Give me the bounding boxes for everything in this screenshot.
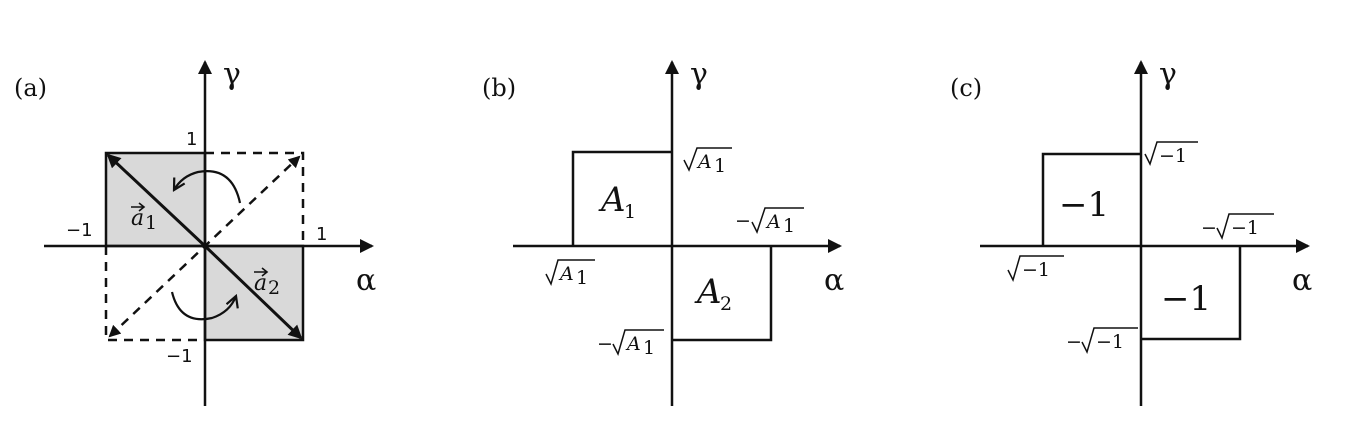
panel-b-label-top-sub: 1: [714, 155, 726, 177]
panel-b-label-left-sub: 1: [576, 267, 588, 289]
panel-b-label-bottom-radical: [612, 329, 664, 357]
panel-a-dashed-square-lower-left: [104, 246, 205, 342]
panel-b-region-1-label: A 1: [598, 180, 636, 223]
panel-a-vector-a2-label: a 2: [254, 267, 280, 299]
panel-c-label-bottom-sign: −: [1066, 331, 1082, 353]
panel-a-rotation-arrow-upper: [174, 170, 242, 204]
panel-b-region-1-symbol: A: [598, 180, 626, 220]
panel-c-region-outline-upper-left: [1041, 152, 1141, 246]
panel-c-region-1-label: −1: [1059, 185, 1109, 225]
panel-a-dashed-square-upper-right: [205, 151, 305, 246]
panel-c-label-left-value: −1: [1022, 259, 1050, 281]
panel-c-label-top-value: −1: [1159, 145, 1187, 167]
panel-a-tick-top: 1: [186, 129, 197, 150]
panel-c-label-bottom-radical: [1081, 327, 1138, 355]
panel-a-vector-a1-symbol: a: [131, 206, 144, 231]
panel-b-label-bottom-sign: −: [597, 333, 613, 355]
panel-b-label-bottom-sub: 1: [643, 337, 655, 359]
panel-b: (b) γ α A 1 A 2 A 1 − A 1: [482, 57, 844, 406]
panel-b-label-left-radical: [545, 259, 595, 287]
panel-a-vector-a1-arrow-accent: [131, 202, 146, 212]
panel-b-y-axis-label: γ: [690, 57, 708, 92]
panel-b-region-outline-upper-left: [571, 150, 672, 246]
panel-b-label-bottom-var: A: [625, 333, 641, 355]
panel-c-label-bottom-value: −1: [1096, 331, 1124, 353]
panel-c-region-outline-lower-right: [1141, 246, 1242, 341]
panel-b-label-right-sub: 1: [783, 215, 795, 237]
panel-b-label-top-var: A: [696, 151, 712, 173]
panel-b-label-top: A 1: [683, 147, 732, 177]
panel-c-region-2-label: −1: [1161, 279, 1211, 319]
panel-c: (c) γ α −1 −1 −1 − −1 −1 −: [950, 57, 1312, 406]
panel-c-label-left: −1: [1007, 255, 1064, 283]
panel-a-tick-bottom: −1: [166, 346, 193, 367]
panel-a-rotation-arrow-lower: [170, 291, 236, 321]
panel-b-region-2-subscript: 2: [720, 293, 732, 315]
panel-b-label-right-var: A: [765, 211, 781, 233]
panel-a-tick-left: −1: [66, 220, 93, 241]
panel-c-label-right-value: −1: [1231, 217, 1259, 239]
panel-b-region-2-symbol: A: [694, 272, 722, 312]
panel-a-x-axis-label: α: [356, 263, 376, 298]
panel-a-vector-a2-symbol: a: [254, 271, 267, 296]
panel-a-label: (a): [14, 74, 47, 102]
panel-c-y-axis-label: γ: [1159, 57, 1177, 92]
panel-a: (a) γ α 1 −1 1 −1 a 1 a: [14, 57, 376, 406]
panel-c-label-right: − −1: [1201, 213, 1274, 241]
panel-b-label-left-var: A: [558, 263, 574, 285]
panel-c-label-top: −1: [1144, 141, 1198, 167]
panel-c-label: (c): [950, 74, 982, 102]
panel-b-label-top-radical: [683, 147, 732, 172]
panel-a-vector-a2: [203, 244, 303, 340]
panel-a-vector-a2-subscript: 2: [268, 277, 280, 299]
panel-a-vector-a1-subscript: 1: [145, 212, 157, 234]
panel-b-label: (b): [482, 74, 516, 102]
panel-c-x-axis-label: α: [1292, 263, 1312, 298]
panel-b-region-2-label: A 2: [694, 272, 732, 315]
panel-b-region-outline-lower-right: [672, 246, 773, 342]
panel-b-label-left: A 1: [545, 259, 595, 289]
panel-c-label-left-radical: [1007, 255, 1064, 283]
panel-a-vector-a1: [106, 153, 207, 248]
panel-b-region-1-subscript: 1: [624, 201, 636, 223]
panel-b-label-right: − A 1: [735, 207, 804, 237]
panel-c-label-top-radical: [1144, 141, 1198, 166]
panel-a-tick-right: 1: [316, 224, 327, 245]
panel-c-label-right-radical: [1216, 213, 1274, 241]
panel-a-vector-a2-arrow-accent: [254, 267, 269, 277]
panel-c-label-right-sign: −: [1201, 217, 1217, 239]
panel-b-label-right-radical: [751, 207, 804, 234]
panel-b-label-bottom: − A 1: [597, 329, 664, 359]
panel-b-x-axis-label: α: [824, 263, 844, 298]
panel-c-label-bottom: − −1: [1066, 327, 1138, 355]
panel-a-y-axis-label: γ: [223, 57, 241, 92]
panel-a-vector-a1-label: a 1: [131, 202, 157, 234]
panel-b-label-right-sign: −: [735, 210, 751, 232]
